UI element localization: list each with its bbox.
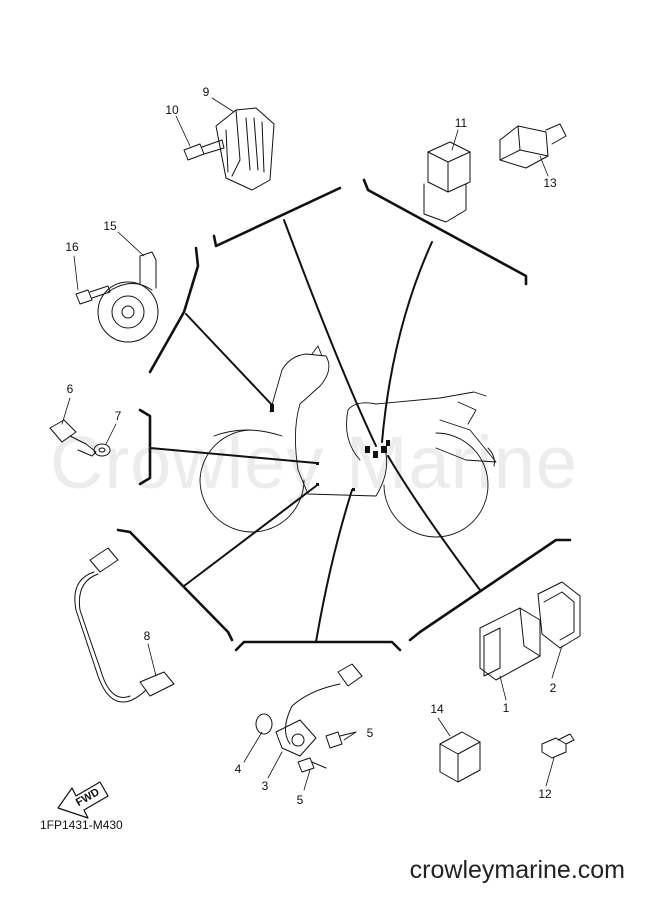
part-3-switch — [275, 663, 363, 757]
callout-15: 15 — [103, 219, 117, 233]
motorcycle-outline — [199, 345, 497, 538]
callout-14: 14 — [430, 702, 444, 716]
callout-8: 8 — [143, 629, 151, 643]
part-7-washer — [93, 443, 111, 457]
diagram-part-code: 1FP1431-M430 — [40, 818, 123, 832]
callout-leaders — [61, 97, 563, 791]
part-14-relay — [439, 731, 481, 783]
callout-7: 7 — [114, 409, 122, 423]
leader-lines — [149, 219, 481, 643]
callout-11: 11 — [454, 116, 468, 130]
site-url: crowleymarine.com — [409, 856, 625, 884]
part-1-cdi-unit — [479, 607, 541, 681]
location-marks — [270, 404, 390, 491]
callout-2: 2 — [549, 681, 557, 695]
part-6-sensor — [49, 419, 97, 457]
part-11-relay — [423, 141, 471, 223]
callout-6: 6 — [66, 382, 74, 396]
callout-1: 1 — [502, 701, 510, 715]
callout-16: 16 — [65, 240, 79, 254]
part-9-regulator — [215, 107, 275, 191]
callout-3: 3 — [261, 779, 269, 793]
callout-4: 4 — [234, 762, 242, 776]
part-5-bolts — [297, 731, 357, 773]
part-10-bolt — [183, 139, 225, 161]
part-12-fuse — [541, 733, 575, 759]
callout-12: 12 — [538, 787, 552, 801]
callout-10: 10 — [165, 103, 179, 117]
callout-13: 13 — [543, 176, 557, 190]
part-16-bolt — [75, 285, 111, 305]
group-brackets — [116, 178, 572, 652]
part-4-o-ring — [255, 713, 273, 735]
part-15-horn — [97, 251, 159, 343]
callout-9: 9 — [202, 85, 210, 99]
callout-5a: 5 — [366, 726, 374, 740]
fwd-arrow-icon — [57, 781, 109, 819]
callout-5b: 5 — [296, 793, 304, 807]
part-8-wire-sensor — [74, 547, 175, 703]
part-2-cover — [537, 581, 581, 649]
part-13-relay — [499, 123, 567, 169]
